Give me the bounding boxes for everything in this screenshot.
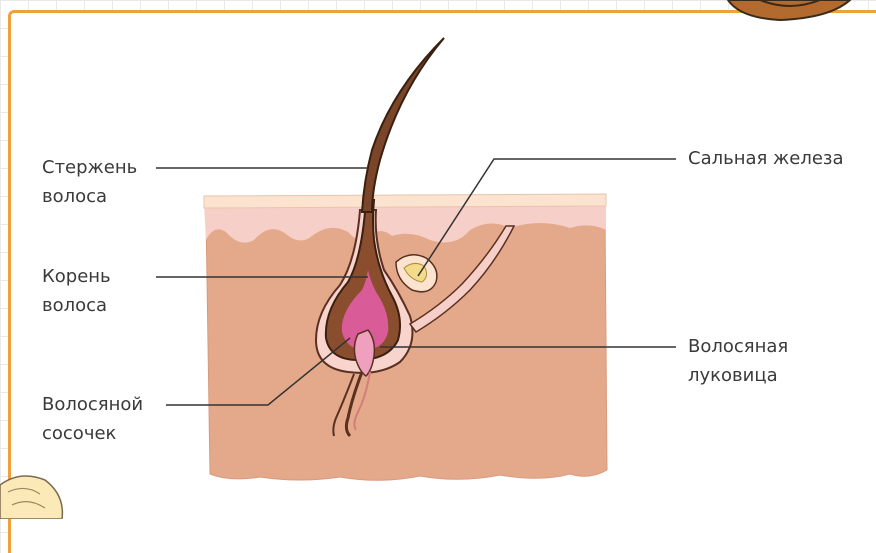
skin-surface (204, 194, 606, 208)
label-sebaceous-gland: Сальная железа (688, 144, 844, 173)
hair-shaft (362, 38, 444, 212)
label-hair-bulb: Волосяная луковица (688, 332, 788, 390)
cartoon-character-bottom-icon (0, 476, 62, 519)
label-hair-shaft: Стержень волоса (42, 153, 137, 211)
label-hair-root: Корень волоса (42, 262, 111, 320)
cartoon-character-top-icon (728, 0, 850, 20)
label-dermal-papilla: Волосяной сосочек (42, 390, 143, 448)
